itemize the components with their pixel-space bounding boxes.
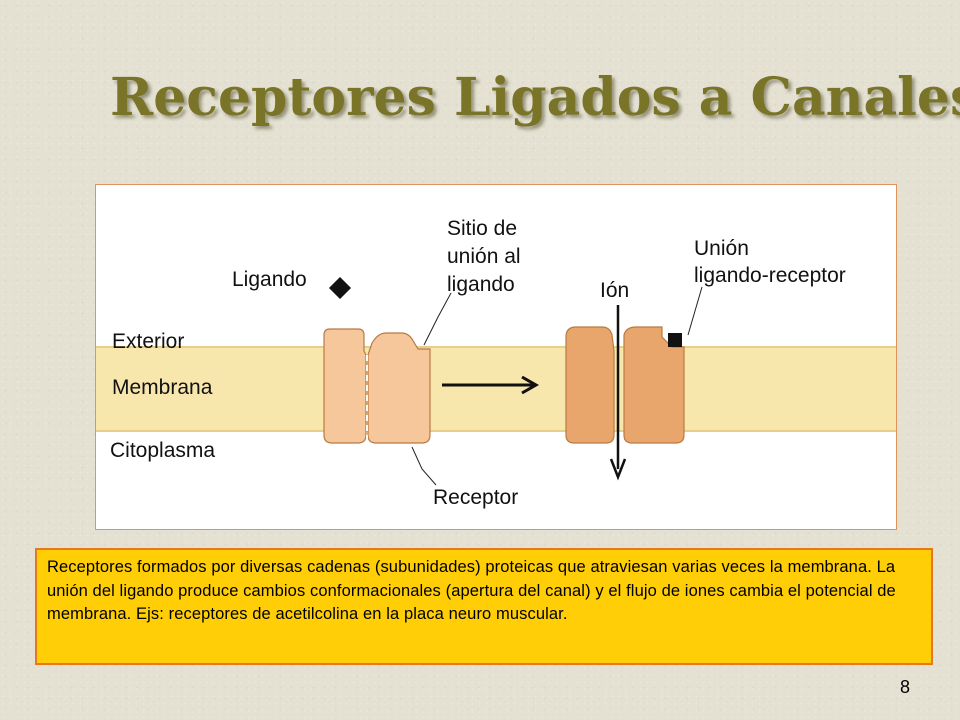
closed-channel-left-subunit [323, 328, 367, 444]
binding-site-label-line3: ligando [447, 273, 515, 296]
slide-title: Receptores Ligados a Canales [110, 67, 960, 128]
caption-text: Receptores formados por diversas cadenas… [47, 558, 896, 623]
ion-label: Ión [600, 279, 629, 302]
transition-arrow-head [521, 375, 540, 395]
binding-site-label-line2: unión al [447, 245, 521, 268]
page-number: 8 [899, 677, 910, 697]
membrane-label: Membrana [112, 376, 213, 399]
cytoplasm-label: Citoplasma [110, 439, 215, 462]
bound-ligand-leader [687, 286, 703, 336]
diagram-canvas: Ligando Sitio de unión al ligando Ión Un… [96, 217, 896, 509]
closed-channel [323, 328, 431, 444]
ligand-label: Ligando [232, 268, 307, 291]
receptor-label: Receptor [433, 486, 518, 509]
ion-flow-arrow-head [609, 458, 627, 481]
ion-channel-diagram: Ligando Sitio de unión al ligando Ión Un… [95, 184, 897, 530]
bound-ligand-square-icon [668, 333, 682, 347]
binding-site-label-line1: Sitio de [447, 217, 517, 240]
membrane-band [96, 347, 896, 431]
exterior-label: Exterior [112, 330, 184, 353]
ligand-receptor-binding-label-line1: Unión [694, 237, 749, 260]
receptor-leader [411, 446, 437, 486]
closed-channel-right-subunit [367, 332, 431, 444]
open-channel-left-subunit [565, 326, 615, 444]
caption-box: Receptores formados por diversas cadenas… [35, 548, 933, 665]
open-channel-right-subunit [623, 326, 685, 444]
ligand-receptor-binding-label-line2: ligando-receptor [694, 264, 846, 287]
open-channel [565, 326, 685, 444]
ligand-diamond-icon [329, 277, 351, 299]
binding-site-leader [423, 292, 452, 346]
